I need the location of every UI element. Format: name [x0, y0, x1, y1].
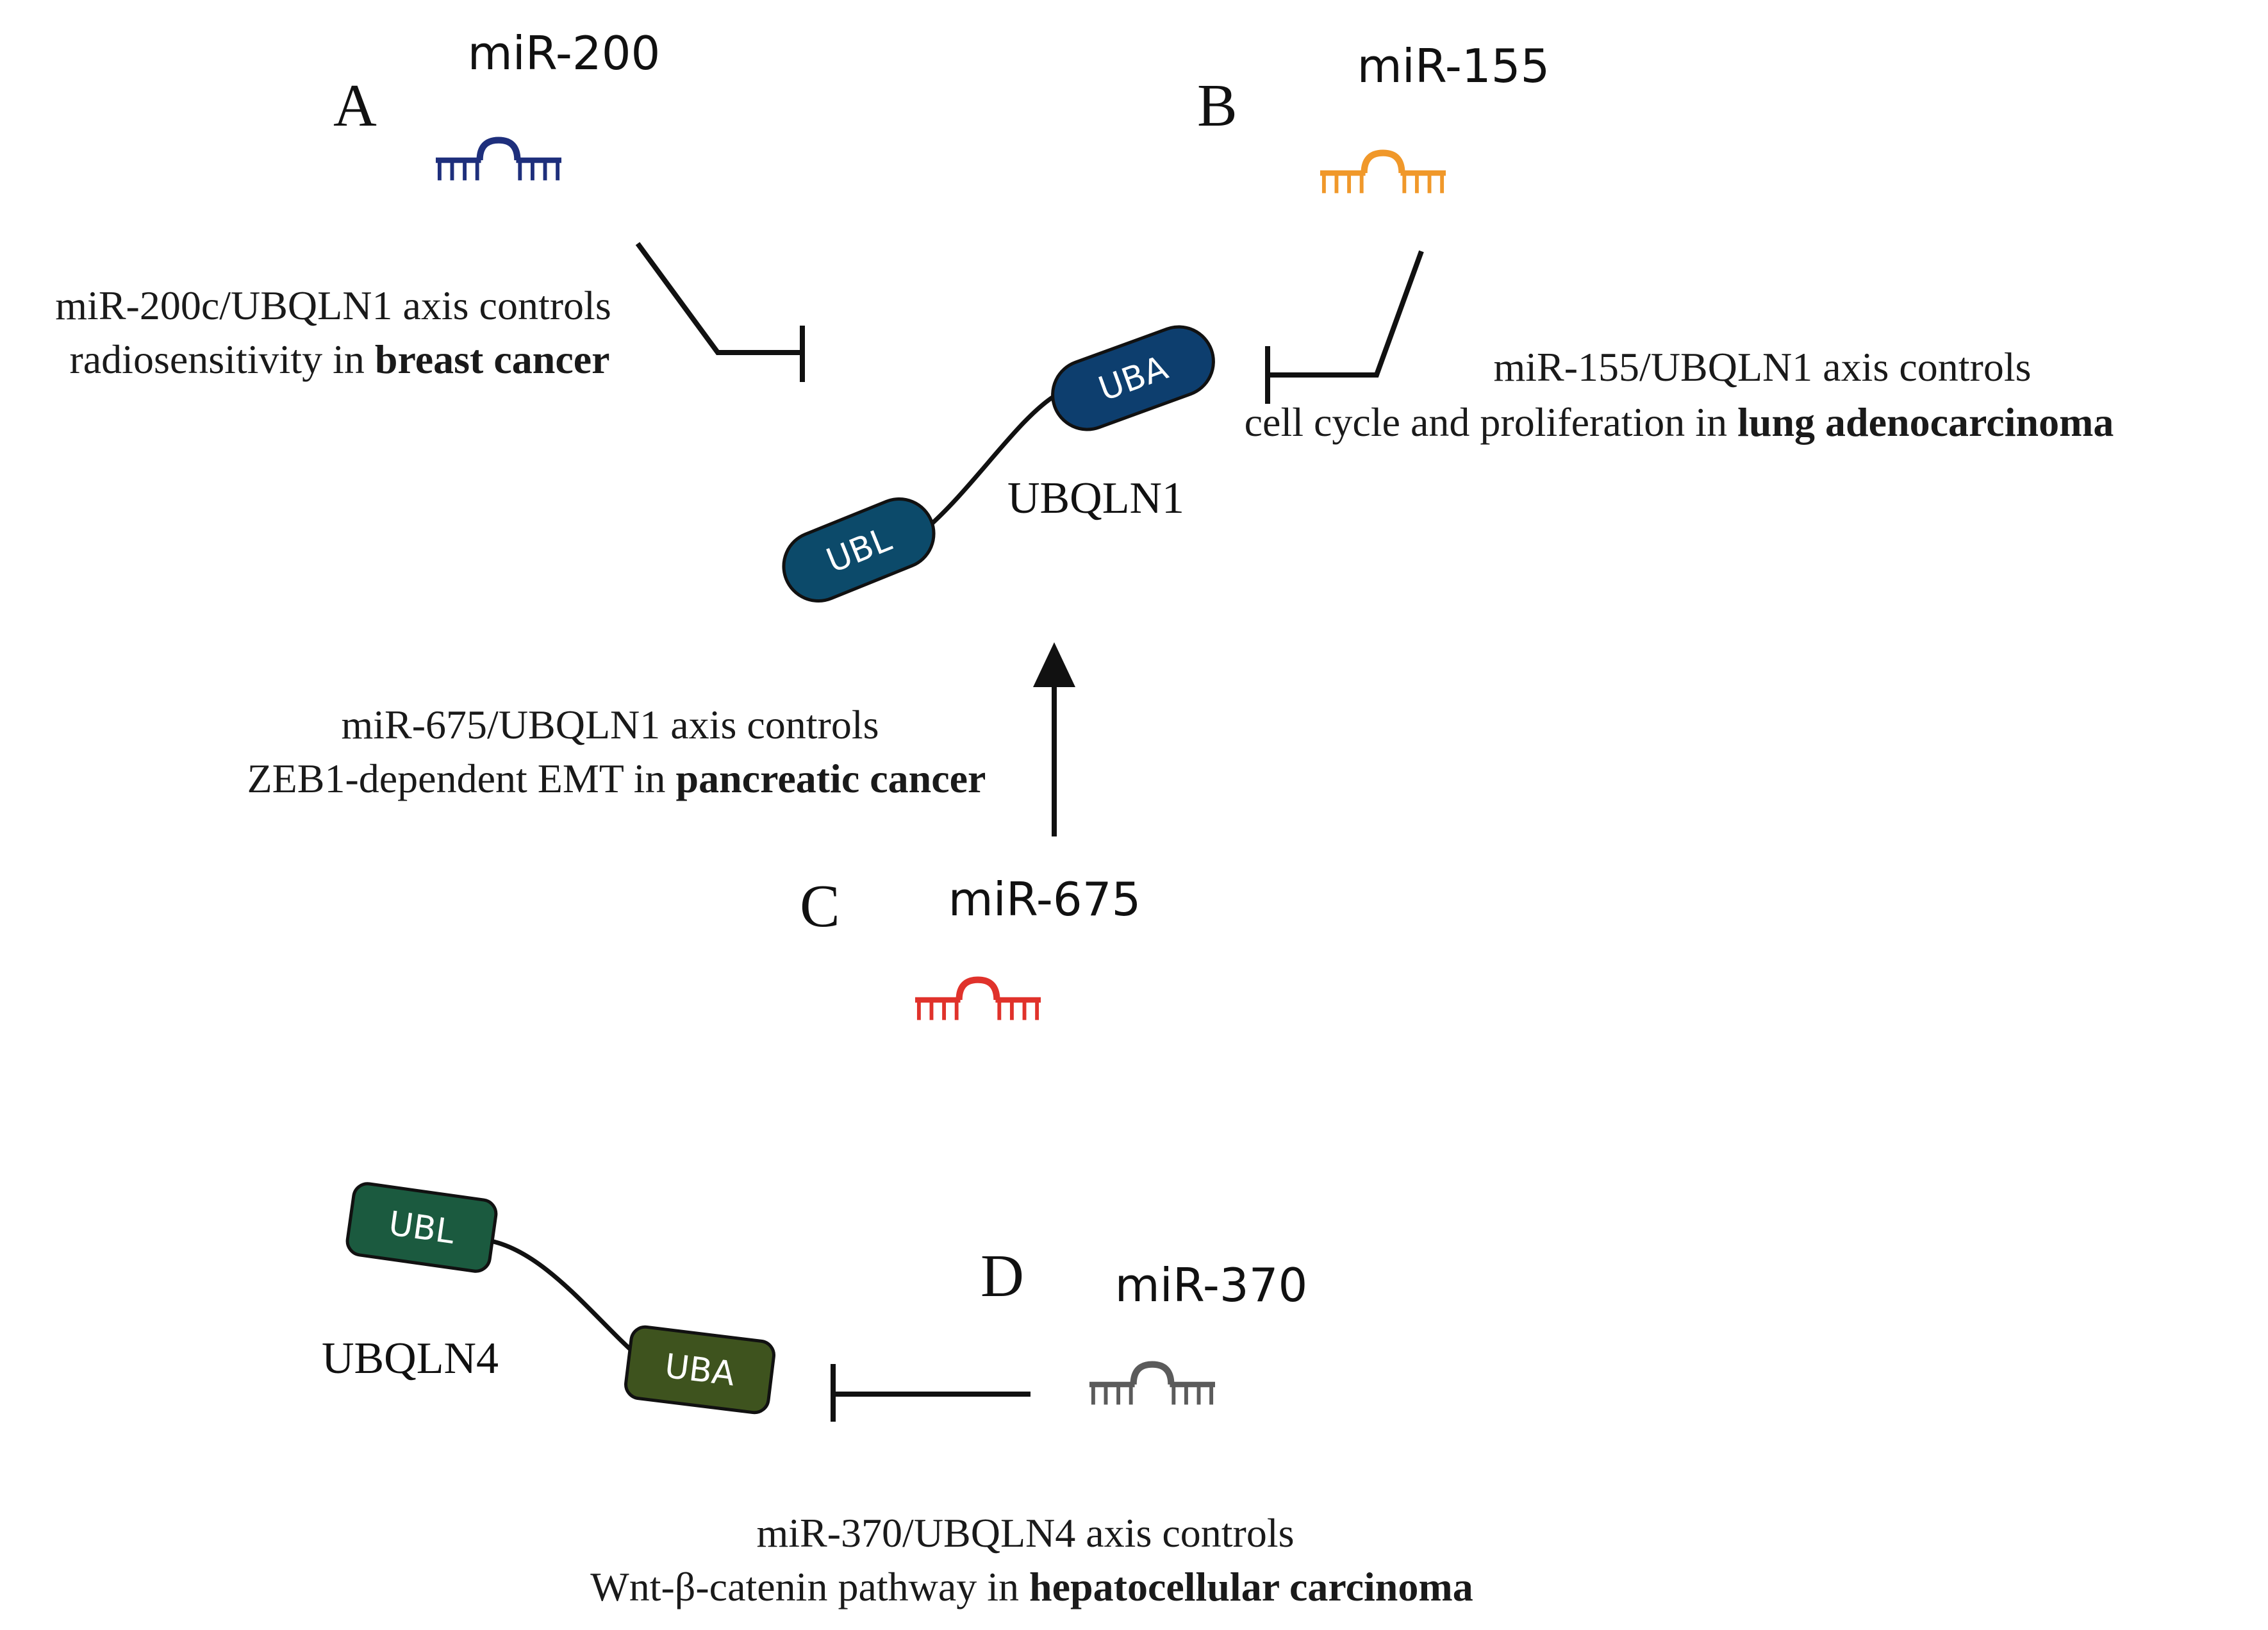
panel-letter-a: A	[333, 72, 377, 139]
ubqln4-protein: UBL UBA UBQLN4	[322, 1182, 775, 1415]
ubqln4-uba-domain: UBA	[624, 1325, 775, 1415]
ubqln1-ubl-shape	[782, 497, 936, 603]
mir675-icon	[915, 976, 1041, 1020]
caption-c-line1: miR-675/UBQLN1 axis controls	[341, 702, 879, 747]
ubqln1-name: UBQLN1	[1007, 474, 1184, 523]
caption-d-text: Wnt-β-catenin pathway in	[590, 1564, 1029, 1609]
mirna-loop	[1361, 149, 1405, 174]
caption-a-cancer: breast cancer	[375, 337, 610, 382]
mir200-label: miR-200	[468, 26, 661, 80]
ubqln4-ubl-domain: UBL	[345, 1182, 498, 1273]
ubqln1-uba-domain: UBA	[1051, 325, 1215, 431]
mirna-loop	[1130, 1361, 1175, 1385]
mir155-inhibition-arrow	[1268, 250, 1424, 378]
caption-d-cancer: hepatocellular carcinoma	[1029, 1564, 1473, 1609]
ubqln4-linker	[486, 1238, 643, 1361]
caption-a-line2: radiosensitivity in breast cancer	[69, 337, 609, 382]
panel-letter-b: B	[1197, 72, 1237, 139]
caption-c-text: ZEB1-dependent EMT in	[247, 756, 676, 801]
mir155-label: miR-155	[1357, 39, 1550, 93]
ubqln1-linker	[924, 392, 1059, 531]
caption-b-text: cell cycle and proliferation in	[1245, 399, 1737, 445]
caption-d-line2: Wnt-β-catenin pathway in hepatocellular …	[590, 1564, 1473, 1609]
ubqln4-uba-label: UBA	[663, 1347, 737, 1394]
caption-b-cancer: lung adenocarcinoma	[1737, 399, 2114, 445]
mirna-loop	[476, 137, 521, 161]
caption-a-line1: miR-200c/UBQLN1 axis controls	[55, 283, 611, 328]
mirna-loop	[956, 976, 1000, 1001]
mir200-inhibition-arrow	[635, 242, 802, 355]
ubqln4-ubl-label: UBL	[386, 1204, 457, 1252]
mir675-arrowhead	[1033, 642, 1075, 687]
ubqln1-uba-shape	[1051, 325, 1215, 431]
caption-b-line1: miR-155/UBQLN1 axis controls	[1493, 344, 2031, 390]
panel-letter-d: D	[981, 1243, 1024, 1310]
caption-c-cancer: pancreatic cancer	[675, 756, 986, 801]
caption-d-line1: miR-370/UBQLN4 axis controls	[756, 1510, 1294, 1556]
ubqln4-uba-shape	[624, 1325, 775, 1415]
mir370-label: miR-370	[1115, 1258, 1308, 1312]
caption-a-text: radiosensitivity in	[69, 337, 374, 382]
panel-letter-c: C	[800, 873, 840, 940]
mir200-icon	[436, 137, 562, 181]
mir370-icon	[1089, 1361, 1216, 1405]
ubqln1-ubl-domain: UBL	[782, 497, 936, 603]
mir155-icon	[1320, 149, 1446, 194]
mir675-label: miR-675	[948, 872, 1141, 926]
caption-b-line2: cell cycle and proliferation in lung ade…	[1245, 399, 2114, 445]
ubqln4-name: UBQLN4	[322, 1334, 499, 1383]
ubqln1-protein: UBL UBA UBQLN1	[782, 325, 1215, 603]
caption-c-line2: ZEB1-dependent EMT in pancreatic cancer	[247, 756, 986, 801]
ubqln4-ubl-shape	[345, 1182, 498, 1273]
